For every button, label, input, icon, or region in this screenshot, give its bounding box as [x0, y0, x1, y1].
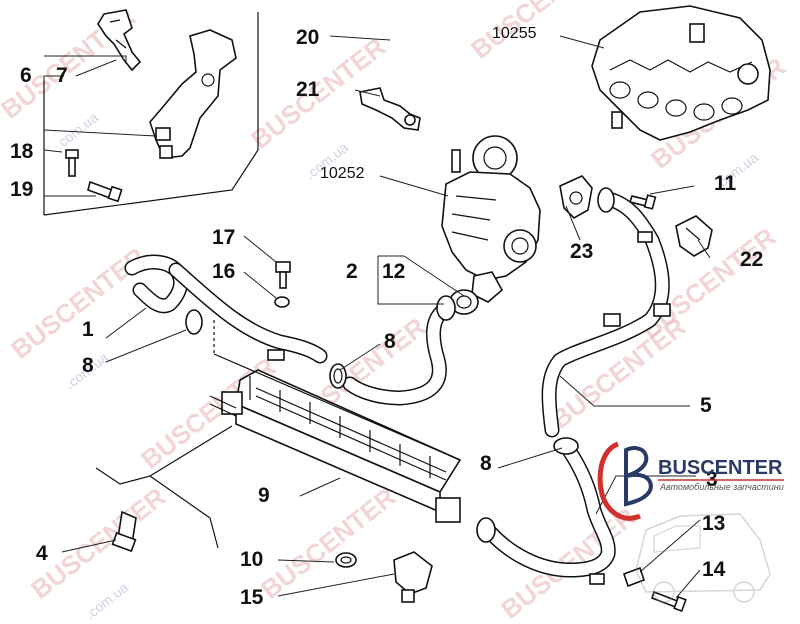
inset-frame: [43, 12, 259, 216]
part-23-gasket: [559, 175, 593, 219]
part-16-nut: [274, 296, 290, 308]
part-2-hose: [342, 295, 456, 406]
logo-wordmark: BUSCENTER: [658, 457, 783, 479]
buscenter-logo: BUSCENTER Автомобильные запчастини: [597, 441, 784, 521]
part-20-oil-pipe: [385, 14, 623, 130]
part-5-hose: [541, 187, 671, 438]
callout-18: 18: [10, 140, 34, 163]
callout-10255: 10255: [492, 25, 537, 42]
callout-8-middle: 8: [384, 330, 396, 353]
part-21-sensor: [359, 87, 421, 131]
part-9-intercooler: [209, 353, 462, 523]
part-15-bracket: [393, 551, 433, 603]
callout-2: 2: [346, 260, 358, 283]
logo-swoosh-icon: [597, 441, 641, 521]
callout-16: 16: [212, 260, 235, 283]
callout-labels: 20 10255 21 10252 6 7 18 19 11 23 22 17 …: [10, 25, 763, 609]
watermark-domain: .com.ua: [82, 579, 131, 622]
part-6-bracket-plate: [149, 29, 237, 159]
callout-13: 13: [702, 512, 725, 535]
callout-23: 23: [570, 240, 593, 263]
callout-19: 19: [10, 178, 33, 201]
callout-14: 14: [702, 558, 726, 581]
callout-22: 22: [740, 248, 763, 271]
callout-12: 12: [382, 260, 405, 283]
part-11-bolt: [628, 194, 657, 210]
callout-6: 6: [20, 64, 32, 87]
callout-1: 1: [82, 318, 94, 341]
callout-15: 15: [240, 586, 264, 609]
callout-17: 17: [212, 226, 235, 249]
watermark-text: BUSCENTER: [5, 241, 151, 364]
watermark-text: BUSCENTER: [465, 0, 611, 65]
part-1-hose: [124, 254, 328, 364]
part-18-bolt: [65, 149, 79, 177]
callout-7: 7: [56, 64, 68, 87]
callout-10: 10: [240, 548, 263, 571]
part-22-cap: [675, 215, 713, 257]
callout-5: 5: [700, 394, 712, 417]
auxiliary-lines: [95, 320, 233, 549]
part-3-hose: [476, 437, 616, 585]
callout-11: 11: [714, 172, 737, 195]
part-4-bolt: [111, 510, 137, 553]
leader-lines: [43, 35, 711, 599]
part-13-bolt: [622, 566, 646, 588]
part-17-bolt: [275, 261, 291, 289]
part-10-clamp: [335, 552, 357, 568]
logo-tagline: Автомобильные запчастини: [659, 482, 784, 492]
part-19-bolt: [87, 180, 123, 203]
callout-21: 21: [296, 78, 320, 101]
callout-20: 20: [296, 26, 319, 49]
callout-8-left: 8: [82, 354, 94, 377]
callout-4: 4: [36, 542, 48, 565]
van-silhouette-icon: [635, 513, 771, 603]
logo-letter-b-icon: [624, 446, 649, 479]
callout-9: 9: [258, 484, 270, 507]
callout-8-right: 8: [480, 452, 492, 475]
part-14-bolt: [650, 590, 687, 613]
part-10252-turbocharger: [441, 135, 541, 303]
part-10255-intake-manifold: [591, 5, 771, 141]
callout-10252: 10252: [320, 165, 365, 182]
part-8-clamp: [329, 363, 347, 389]
part-7-bracket: [97, 9, 142, 72]
part-12-gasket: [449, 289, 479, 315]
